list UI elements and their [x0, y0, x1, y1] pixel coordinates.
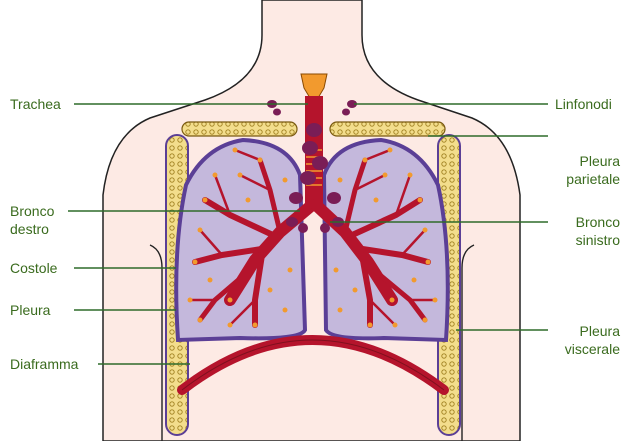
clavicle-left	[330, 122, 445, 136]
label-diaframma: Diaframma	[10, 355, 78, 373]
label-linfonodi: Linfonodi	[555, 95, 612, 113]
label-bronco-sinistro: Bronco sinistro	[540, 213, 620, 249]
label-pleura-viscerale: Pleura viscerale	[540, 322, 620, 358]
label-costole: Costole	[10, 259, 57, 277]
clavicle-right	[182, 122, 297, 136]
label-bronco-destro: Bronco destro	[10, 202, 54, 238]
label-pleura-parietale: Pleura parietale	[540, 152, 620, 188]
label-pleura: Pleura	[10, 301, 50, 319]
left-lung	[324, 140, 448, 340]
label-trachea: Trachea	[10, 95, 61, 113]
